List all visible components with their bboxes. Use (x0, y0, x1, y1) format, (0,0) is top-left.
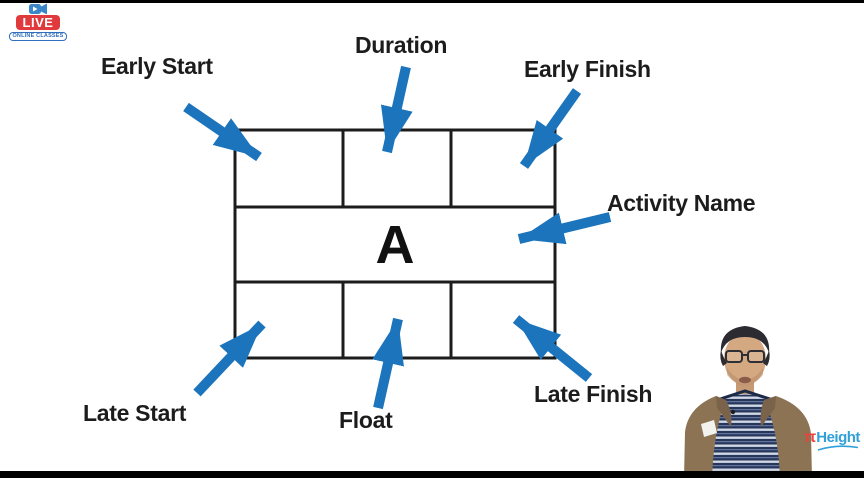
arrow-duration (381, 65, 413, 154)
arrow-float (372, 317, 404, 410)
brand-logo-mark: π (804, 429, 817, 446)
arrow-early-finish (519, 88, 582, 169)
presenter-glasses (725, 350, 765, 363)
video-camera-icon (29, 3, 47, 15)
activity-name-value: A (375, 214, 415, 275)
presenter-sideburn-right (763, 350, 770, 366)
presenter-blazer-left (684, 396, 726, 478)
presenter-lapel-mic (730, 409, 736, 415)
pointer-arrows (183, 65, 612, 410)
arrow-activity-name (517, 212, 612, 245)
brand-logo-text: Height (816, 429, 860, 446)
presenter-figure (684, 326, 812, 478)
presenter-mouth (739, 376, 751, 384)
label-late-start: Late Start (83, 400, 187, 426)
label-activity-name: Activity Name (607, 190, 756, 216)
presenter-lapel-left (716, 396, 732, 427)
presenter-beard-shadow (727, 368, 763, 386)
online-classes-badge: ONLINE CLASSES (9, 32, 67, 41)
label-duration: Duration (355, 32, 448, 58)
presenter-hair (720, 326, 770, 353)
brand-logo-swoosh (817, 445, 859, 451)
label-float: Float (339, 407, 393, 433)
label-early-start: Early Start (101, 53, 213, 79)
arrow-late-finish (512, 315, 593, 382)
arrow-late-start (193, 320, 266, 397)
live-online-classes-badge: LIVE ONLINE CLASSES (9, 3, 67, 41)
brand-logo: πHeight (804, 429, 860, 451)
presenter-collar (713, 389, 777, 403)
live-badge: LIVE (16, 15, 60, 30)
presenter-face (724, 333, 766, 385)
presenter-sideburn-left (720, 350, 727, 366)
label-late-finish: Late Finish (534, 381, 653, 407)
letterbox-top (0, 0, 864, 3)
label-early-finish: Early Finish (524, 56, 651, 82)
presenter-lapel-right (760, 396, 776, 427)
arrow-early-start (183, 102, 262, 162)
presenter-pocket-square (701, 420, 717, 437)
letterbox-bottom (0, 471, 864, 478)
presenter-blazer-right (764, 396, 812, 478)
